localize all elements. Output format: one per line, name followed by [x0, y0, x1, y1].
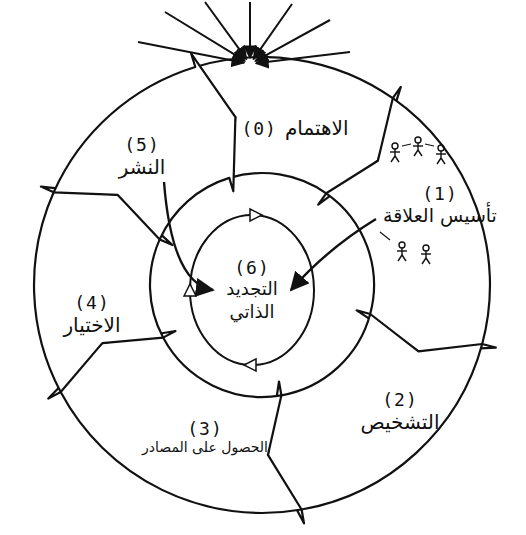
input-arrow	[249, 2, 251, 58]
person-icon	[421, 245, 431, 264]
cycle-stage: (3)الحصول على المصادر	[125, 418, 285, 457]
input-arrow	[138, 42, 244, 63]
input-arrow	[256, 52, 350, 63]
stage-number: (6)	[234, 257, 270, 278]
cycle-stage: (1)تأسيس العلاقة	[378, 183, 502, 228]
cycle-stage: (2)التشخيص	[345, 389, 455, 435]
cycle-stage: (0) الاهتمام	[215, 116, 375, 141]
stage-label: التجديد الذاتي	[215, 278, 289, 323]
stage-number: (0)	[241, 118, 277, 139]
flow-connector	[291, 219, 376, 290]
person-icon	[397, 242, 407, 261]
input-arrow	[205, 2, 247, 59]
stage-label: النشر	[119, 155, 166, 180]
cycle-stage: (5)النشر	[97, 134, 187, 180]
stage-label: التشخيص	[361, 410, 440, 435]
stage-number: (2)	[382, 389, 418, 410]
stage-number: (5)	[124, 134, 160, 155]
person-icon	[390, 143, 400, 162]
stage-number: (3)	[187, 418, 223, 439]
input-arrow	[165, 12, 245, 61]
input-arrows	[138, 2, 350, 63]
cycle-arrow	[54, 54, 236, 240]
person-icon	[436, 145, 446, 164]
stage-label: الاختيار	[63, 313, 120, 338]
cycle-triangle	[244, 359, 256, 371]
stage-number: (4)	[74, 292, 110, 313]
stage-label: تأسيس العلاقة	[383, 204, 497, 228]
cycle-stage: (6)التجديد الذاتي	[215, 257, 289, 323]
person-icon	[413, 137, 423, 156]
cycle-triangle	[250, 209, 262, 221]
cycle-arrow	[268, 314, 482, 523]
cycle-triangle	[184, 284, 196, 296]
cycle-stage: (4)الاختيار	[42, 292, 142, 338]
flow-connector	[164, 182, 213, 290]
stage-number: (1)	[422, 183, 458, 204]
cycle-ring	[34, 54, 496, 524]
stage-label: الاهتمام	[285, 116, 349, 141]
stage-label: الحصول على المصادر	[142, 439, 268, 457]
